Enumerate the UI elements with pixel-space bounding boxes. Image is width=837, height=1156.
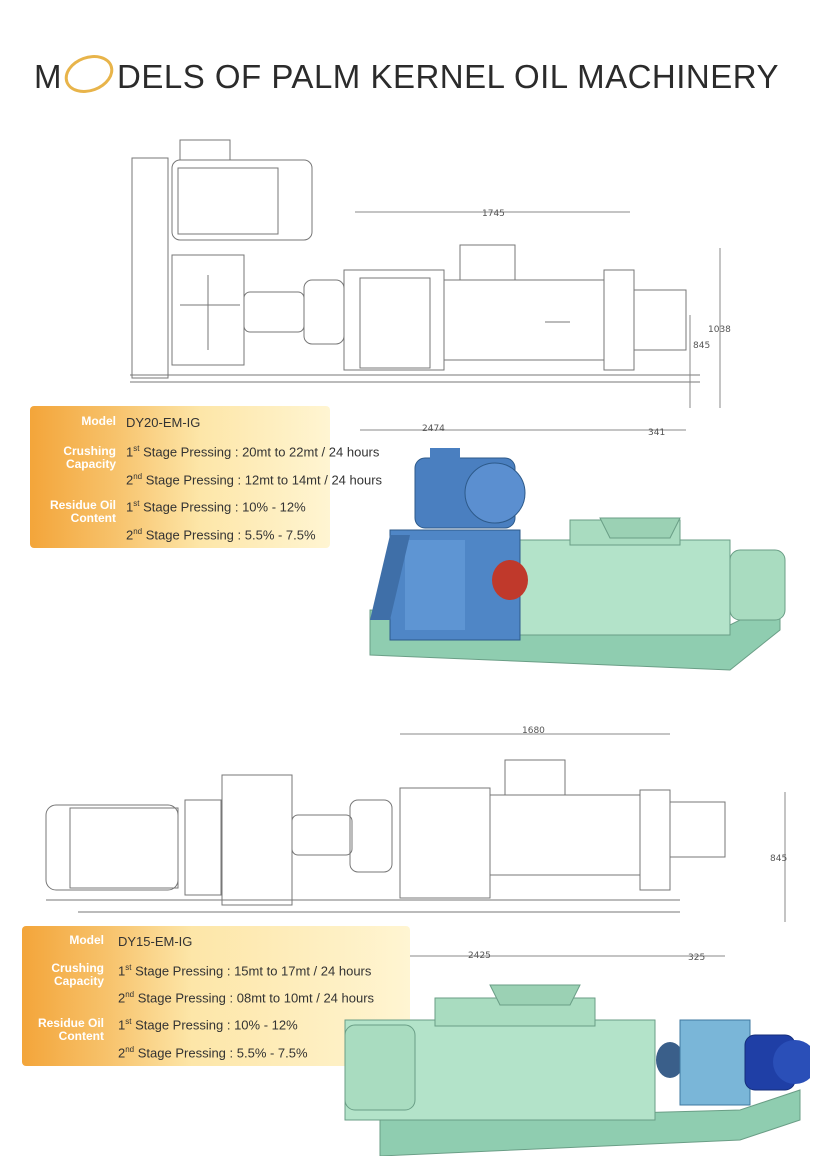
machine2-residue-stage1: 1st Stage Pressing : 10% - 12% (118, 1017, 298, 1033)
machine1-crush-stage2: 2nd Stage Pressing : 12mt to 14mt / 24 h… (126, 472, 383, 488)
crushing-label-line2: Capacity (65, 457, 116, 471)
residue-label-line2: Content (70, 511, 116, 525)
machine1-crush-stage1: 1st Stage Pressing : 20mt to 22mt / 24 h… (126, 444, 380, 460)
machine2-model-value: DY15-EM-IG (118, 934, 193, 949)
page-title: M DELS OF PALM KERNEL OIL MACHINERY (34, 48, 779, 100)
dim-2474: 2474 (422, 424, 445, 434)
dim-845-b: 845 (770, 854, 787, 864)
title-prefix: M (34, 58, 62, 95)
dim-1745: 1745 (482, 209, 505, 219)
dim-845: 845 (693, 341, 710, 351)
residue-label-line1: Residue Oil (49, 498, 116, 512)
machine1-spec-panel: Model DY20-EM-IG Crushing Capacity 1st S… (30, 406, 382, 548)
crushing-label-line2-2: Capacity (53, 974, 104, 988)
machine1-residue-stage1: 1st Stage Pressing : 10% - 12% (126, 499, 306, 515)
model-label-2: Model (69, 933, 104, 947)
dim-341: 341 (648, 428, 665, 438)
machine1-technical-drawing: 1745 1038 845 2474 341 (130, 139, 731, 438)
machine2-photo (344, 984, 810, 1156)
residue-oil-label-2: Residue Oil Content (22, 1017, 104, 1043)
machine1-photo (369, 448, 786, 671)
machine2-crush-stage1: 1st Stage Pressing : 15mt to 17mt / 24 h… (118, 963, 372, 979)
title-suffix: DELS OF PALM KERNEL OIL MACHINERY (117, 58, 779, 95)
machine1-model-value: DY20-EM-IG (126, 415, 201, 430)
title-o-ring-logo (59, 48, 119, 100)
machine2-technical-drawing: 1680 845 2425 325 (45, 726, 787, 963)
crushing-capacity-label-2: Crushing Capacity (22, 962, 104, 988)
dim-1680: 1680 (522, 726, 545, 736)
dim-2425: 2425 (468, 951, 491, 961)
crushing-label-line1: Crushing (63, 444, 116, 458)
residue-label-line2-2: Content (58, 1029, 104, 1043)
residue-oil-label: Residue Oil Content (30, 499, 116, 525)
crushing-label-line1-2: Crushing (51, 961, 104, 975)
machine2-spec-panel: Model DY15-EM-IG Crushing Capacity 1st S… (22, 926, 410, 1066)
crushing-capacity-label: Crushing Capacity (30, 445, 116, 471)
dim-1038: 1038 (708, 325, 731, 335)
machine2-crush-stage2: 2nd Stage Pressing : 08mt to 10mt / 24 h… (118, 990, 375, 1006)
machine1-residue-stage2: 2nd Stage Pressing : 5.5% - 7.5% (126, 527, 316, 543)
machine2-residue-stage2: 2nd Stage Pressing : 5.5% - 7.5% (118, 1045, 308, 1061)
model-label: Model (81, 414, 116, 428)
dim-325: 325 (688, 953, 705, 963)
residue-label-line1-2: Residue Oil (37, 1016, 104, 1030)
